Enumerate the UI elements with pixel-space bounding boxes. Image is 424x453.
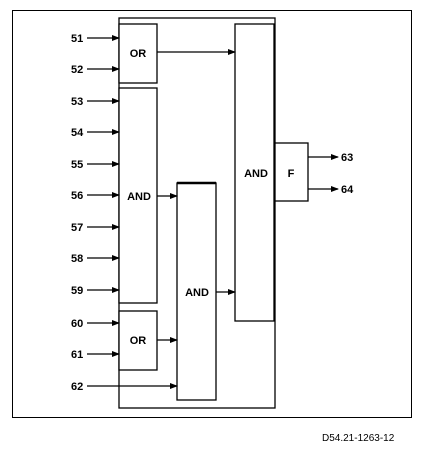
input-label-57: 57 (71, 222, 83, 234)
input-label-53: 53 (71, 96, 83, 108)
input-label-59: 59 (71, 285, 83, 297)
input-label-60: 60 (71, 318, 83, 330)
input-label-58: 58 (71, 253, 83, 265)
and-large-label: AND (127, 191, 151, 203)
or-gate-top (118, 23, 158, 84)
input-label-61: 61 (71, 349, 83, 361)
f-block (274, 142, 309, 202)
and-middle-label: AND (185, 287, 209, 299)
and-gate-final (234, 23, 275, 322)
input-label-52: 52 (71, 64, 83, 76)
input-label-62: 62 (71, 381, 83, 393)
figure-caption: D54.21-1263-12 (322, 433, 395, 444)
input-label-51: 51 (71, 33, 83, 45)
input-arrows (87, 35, 178, 389)
output-label-63: 63 (341, 152, 353, 164)
output-label-64: 64 (341, 184, 354, 196)
or-gate-bottom (118, 310, 158, 371)
and-final-label: AND (244, 168, 268, 180)
input-label-54: 54 (71, 127, 84, 139)
figure-frame (12, 10, 412, 418)
input-label-55: 55 (71, 159, 83, 171)
input-label-56: 56 (71, 190, 83, 202)
and-gate-middle (176, 182, 217, 401)
output-arrows (308, 154, 339, 192)
f-block-label: F (288, 168, 295, 180)
internal-connections (157, 49, 236, 343)
or-bottom-label: OR (130, 335, 147, 347)
or-top-label: OR (130, 48, 147, 60)
